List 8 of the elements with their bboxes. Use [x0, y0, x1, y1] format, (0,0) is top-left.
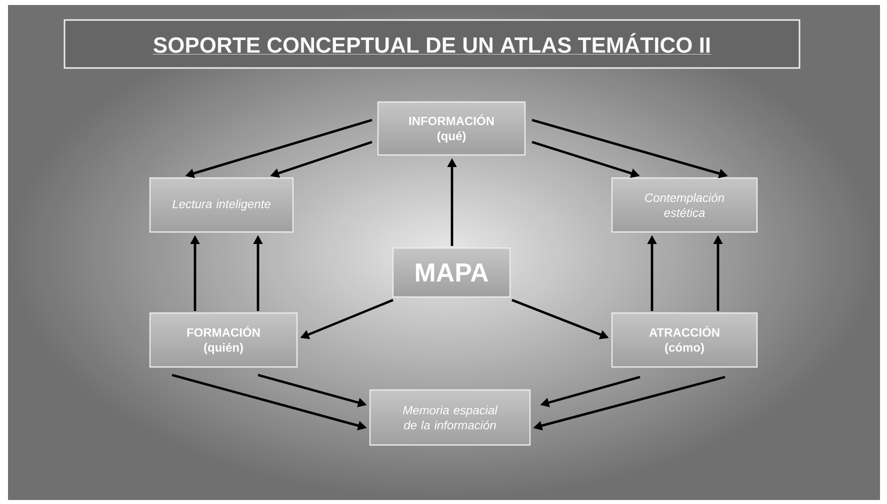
concept-box: INFORMACIÓN (qué)	[377, 101, 526, 156]
concept-box: FORMACIÓN (quién)	[149, 312, 298, 368]
concept-box: Contemplación estética	[611, 177, 758, 233]
center-box: MAPA	[392, 247, 511, 298]
concept-box: Lectura inteligente	[149, 177, 294, 233]
concept-box: Memoria espacial de la información	[369, 389, 531, 446]
concept-box: ATRACCIÓN (cómo)	[611, 312, 758, 368]
title-banner: SOPORTE CONCEPTUAL DE UN ATLAS TEMÁTICO II	[64, 19, 800, 69]
